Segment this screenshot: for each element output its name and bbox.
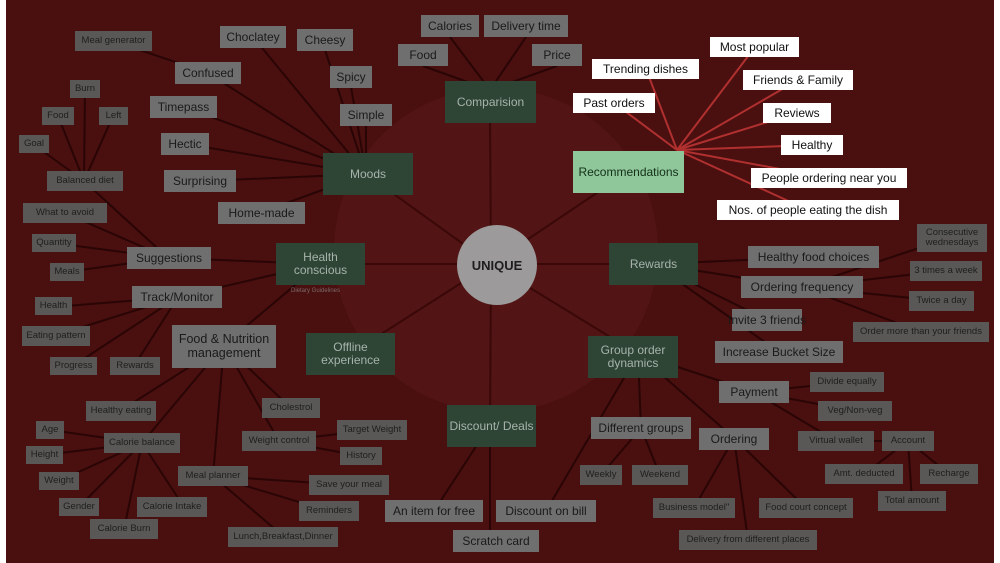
group-weekly[interactable]: Weekly	[580, 465, 622, 485]
discount-scratch-card[interactable]: Scratch card	[453, 530, 539, 552]
nutrition-healthy-eating[interactable]: Healthy eating	[86, 401, 156, 421]
hub-rewards[interactable]: Rewards	[609, 243, 698, 285]
suggest-meals[interactable]: Meals	[50, 263, 84, 281]
track-health[interactable]: Health	[35, 297, 72, 315]
track-rewards[interactable]: Rewards	[110, 357, 160, 375]
suggest-what-to-avoid[interactable]: What to avoid	[23, 203, 107, 223]
rewards-order-more[interactable]: Order more than your friends	[853, 322, 989, 342]
mood-timepass[interactable]: Timepass	[150, 96, 217, 118]
rec-people-eating[interactable]: Nos. of people eating the dish	[717, 200, 899, 220]
group-delivery-places[interactable]: Delivery from different places	[679, 530, 817, 550]
hub-food-nutrition[interactable]: Food & Nutrition management	[172, 325, 276, 368]
hub-moods[interactable]: Moods	[323, 153, 413, 195]
balanced-left[interactable]: Left	[99, 107, 128, 125]
track-monitor[interactable]: Track/Monitor	[132, 286, 222, 308]
nutrition-calorie-intake[interactable]: Calorie Intake	[137, 497, 207, 517]
nutrition-gender[interactable]: Gender	[59, 498, 99, 516]
rec-friends-family[interactable]: Friends & Family	[743, 70, 853, 90]
rec-reviews[interactable]: Reviews	[763, 103, 831, 123]
nutrition-calorie-burn[interactable]: Calorie Burn	[90, 519, 158, 539]
mood-home-made[interactable]: Home-made	[218, 202, 305, 224]
rec-trending-dishes[interactable]: Trending dishes	[592, 59, 699, 79]
nutrition-history[interactable]: History	[340, 447, 382, 465]
mood-surprising[interactable]: Surprising	[164, 170, 236, 192]
rec-most-popular[interactable]: Most popular	[710, 37, 799, 57]
rewards-ordering-frequency[interactable]: Ordering frequency	[741, 276, 863, 298]
rewards-twice-a-day[interactable]: Twice a day	[909, 291, 974, 311]
nutrition-save-meal[interactable]: Save your meal	[309, 475, 389, 495]
rewards-three-times-week[interactable]: 3 times a week	[910, 261, 982, 281]
dietary-guidelines-note: Dietary Guidelines	[291, 288, 341, 294]
mood-simple[interactable]: Simple	[340, 104, 392, 126]
nutrition-cholestrol[interactable]: Cholestrol	[262, 398, 320, 418]
mood-confused[interactable]: Confused	[175, 62, 241, 84]
rewards-consecutive-wednesdays[interactable]: Consecutive wednesdays	[917, 224, 987, 252]
mood-spicy[interactable]: Spicy	[330, 66, 372, 88]
nutrition-height[interactable]: Height	[26, 446, 63, 464]
balanced-burn[interactable]: Burn	[70, 80, 100, 98]
group-different-groups[interactable]: Different groups	[591, 417, 691, 439]
rewards-increase-bucket[interactable]: Increase Bucket Size	[715, 341, 843, 363]
rec-people-near[interactable]: People ordering near you	[751, 168, 907, 188]
mood-hectic[interactable]: Hectic	[161, 133, 209, 155]
hub-group-order-dynamics[interactable]: Group order dynamics	[588, 336, 678, 378]
track-eating-pattern[interactable]: Eating pattern	[22, 326, 90, 346]
track-progress[interactable]: Progress	[50, 357, 97, 375]
group-payment[interactable]: Payment	[719, 381, 789, 403]
group-recharge[interactable]: Recharge	[920, 464, 978, 484]
nutrition-target-weight[interactable]: Target Weight	[337, 420, 407, 440]
hub-recommendations[interactable]: Recommendations	[573, 151, 684, 193]
nutrition-calorie-balance[interactable]: Calorie balance	[104, 433, 180, 453]
nutrition-age[interactable]: Age	[36, 421, 64, 439]
nutrition-reminders[interactable]: Reminders	[299, 501, 359, 521]
group-amt-deducted[interactable]: Amt. deducted	[825, 464, 903, 484]
group-ordering[interactable]: Ordering	[699, 428, 769, 450]
hub-health-conscious[interactable]: Health conscious	[276, 243, 365, 285]
nutrition-meal-planner[interactable]: Meal planner	[178, 466, 248, 486]
leaf-food[interactable]: Food	[398, 44, 448, 66]
group-divide-equally[interactable]: Divide equally	[810, 372, 884, 392]
leaf-calories[interactable]: Calories	[421, 15, 479, 37]
group-business-model[interactable]: Business model"	[653, 498, 735, 518]
suggest-quantity[interactable]: Quantity	[32, 234, 76, 252]
mood-cheesy[interactable]: Cheesy	[297, 29, 353, 51]
balanced-goal[interactable]: Goal	[19, 135, 49, 153]
discount-item-free[interactable]: An item for free	[385, 500, 483, 522]
group-food-court[interactable]: Food court concept	[759, 498, 853, 518]
rewards-healthy-choices[interactable]: Healthy food choices	[748, 246, 879, 268]
mindmap-canvas: UNIQUE Comparision Moods Recommendations…	[6, 0, 994, 563]
group-total-amount[interactable]: Total amount	[878, 491, 946, 511]
mood-meal-generator[interactable]: Meal generator	[75, 31, 152, 51]
balanced-diet[interactable]: Balanced diet	[47, 171, 123, 191]
group-weekend[interactable]: Weekend	[632, 465, 688, 485]
nutrition-weight[interactable]: Weight	[39, 472, 79, 490]
discount-on-bill[interactable]: Discount on bill	[496, 500, 596, 522]
hub-offline-experience[interactable]: Offline experience	[306, 333, 395, 375]
suggestions[interactable]: Suggestions	[127, 247, 211, 269]
leaf-price[interactable]: Price	[532, 44, 582, 66]
mood-choclatey[interactable]: Choclatey	[220, 26, 286, 48]
leaf-delivery-time[interactable]: Delivery time	[484, 15, 568, 37]
group-virtual-wallet[interactable]: Virtual wallet	[798, 431, 874, 451]
balanced-food[interactable]: Food	[42, 107, 74, 125]
hub-discount-deals[interactable]: Discount/ Deals	[447, 405, 536, 447]
rec-past-orders[interactable]: Past orders	[573, 93, 655, 113]
rec-healthy[interactable]: Healthy	[781, 135, 843, 155]
nutrition-weight-control[interactable]: Weight control	[242, 431, 316, 451]
center-node: UNIQUE	[457, 225, 537, 305]
group-veg-nonveg[interactable]: Veg/Non-veg	[818, 401, 892, 421]
hub-comparision[interactable]: Comparision	[445, 81, 536, 123]
group-account[interactable]: Account	[882, 431, 934, 451]
rewards-invite-friends[interactable]: Invite 3 friends	[728, 309, 806, 331]
nutrition-lunch-breakfast-dinner[interactable]: Lunch,Breakfast,Dinner	[228, 527, 338, 547]
